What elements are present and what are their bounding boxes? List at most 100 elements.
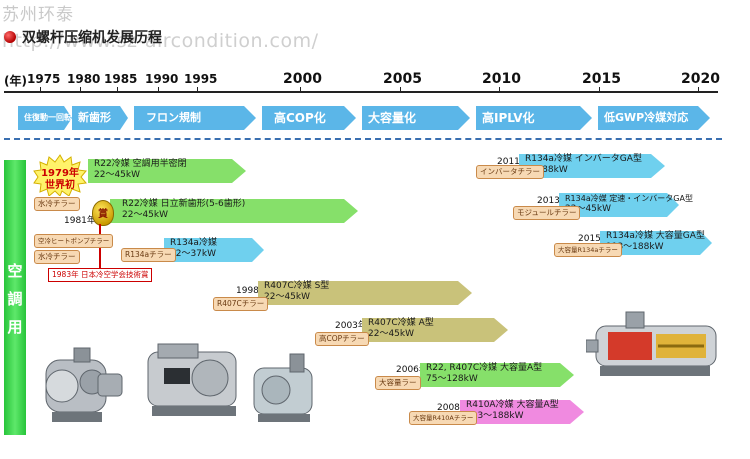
product-year: 1981年 [64,216,96,226]
product-line1: R22冷媒 空調用半密閉 [94,159,187,169]
product-line2: 22～45kW [122,210,169,220]
timeline-year: 2015 [582,71,621,87]
phase-label: 高IPLV化 [482,111,535,125]
timeline-tick [117,87,118,93]
timeline-unit-label: (年) [4,74,27,88]
product-arrow: R134a冷媒 22～37kW [164,238,264,262]
phase-arrow: 高COP化 [262,106,356,130]
timeline-tick [499,87,500,93]
chiller-label: モジュールチラー [513,206,581,220]
award-note: 1983年 日本冷空学会技術賞 [48,268,153,282]
category-char: 用 [7,318,23,336]
timeline-year: 1975 [27,72,61,86]
product-arrow: R22冷媒 日立新歯形(5-6歯形) 22～45kW [110,199,358,223]
chiller-label: 高COPチラー [315,332,369,346]
phase-label: 低GWP冷媒対応 [604,111,689,124]
chiller-label: 大容量ラー [375,376,421,390]
phase-label: フロン規制 [146,111,201,124]
product-arrow: R134a冷媒 インバータGA型 66, 88kW [519,154,665,178]
award-medal-icon: 賞 [92,200,114,226]
timeline-year: 1990 [145,72,179,86]
product-line1: R134a冷媒 大容量GA型 [606,231,705,241]
product-line2: 22～45kW [368,329,415,339]
compressor-image [147,343,237,416]
timeline-year: 2005 [383,71,422,87]
timeline-axis [4,91,718,93]
compressor-image [45,347,123,422]
product-line1: R407C冷媒 S型 [264,281,330,291]
product-year: 1998年 [236,286,268,296]
product-year: 2015年 [578,234,610,244]
phase-label: 高COP化 [274,111,326,125]
product-year: 2006年 [396,365,428,375]
product-line1: R410A冷媒 大容量A型 [466,400,559,410]
product-line2: 22～45kW [94,170,141,180]
timeline-year: 1985 [104,72,138,86]
product-arrow: R407C冷媒 A型 22～45kW [362,318,508,342]
section-divider [4,138,722,140]
category-char: 空 [7,262,23,280]
chiller-label: R134aチラー [121,248,176,262]
category-char: 調 [7,290,23,308]
badge-year: 1979年 [41,168,79,179]
phase-arrow: 低GWP冷媒対応 [598,106,710,130]
compressor-image [253,353,313,422]
phase-arrow: フロン規制 [134,106,256,130]
page-title: 双螺杆压缩机发展历程 [22,30,162,46]
timeline-year: 2010 [482,71,521,87]
timeline-tick [599,87,600,93]
category-bar: 空 調 用 [4,160,26,435]
timeline-tick [400,87,401,93]
chiller-label: 大容量R134aチラー [554,243,622,257]
product-line2: 113～188kW [466,411,524,421]
chiller-label: インバータチラー [476,165,544,179]
chiller-label: 大容量R410Aチラー [409,411,478,425]
product-line2: 75～128kW [426,374,478,384]
product-line1: R134a冷媒 インバータGA型 [525,154,642,164]
product-arrow: R407C冷媒 S型 22～45kW [258,281,472,305]
phase-label: 住復動一回転式 [24,113,80,122]
chiller-label: 空冷ヒートポンプチラー [34,234,114,248]
timeline-tick [197,87,198,93]
product-year: 2011年 [497,157,529,167]
product-year: 2013年 [537,196,569,206]
phase-arrow: 住復動一回転式 [18,106,80,130]
product-line2: 66, 88kW [525,165,568,175]
chiller-label: 水冷チラー [34,250,80,264]
phase-label: 大容量化 [368,111,417,125]
chiller-label: R407Cチラー [213,297,269,311]
product-arrow: R410A冷媒 大容量A型 113～188kW [460,400,584,424]
product-line1: R134a冷媒 定速・インバータGA型 [565,194,693,203]
product-year: 2008年 [437,403,469,413]
watermark-company: 苏州环泰 [2,5,74,25]
product-line1: R407C冷媒 A型 [368,318,434,328]
phase-arrow: 大容量化 [362,106,470,130]
product-line2: 22～45kW [565,204,612,214]
product-line2: 113～188kW [606,242,664,252]
award-text: 賞 [98,209,108,220]
timeline-year: 2000 [283,71,322,87]
product-line1: R22, R407C冷媒 大容量A型 [426,363,543,373]
product-arrow: R22, R407C冷媒 大容量A型 75～128kW [420,363,574,387]
timeline-year: 1980 [67,72,101,86]
product-year: 2003年 [335,321,367,331]
phase-arrow: 高IPLV化 [476,106,592,130]
timeline-tick [300,87,301,93]
product-arrow: R22冷媒 空調用半密閉 22～45kW [88,159,246,183]
timeline-tick [158,87,159,93]
title-bullet-icon [4,31,16,43]
timeline-tick [698,87,699,93]
product-line2: 22～45kW [264,292,311,302]
phase-arrow: 新歯形 [72,106,128,130]
phase-label: 新歯形 [78,111,111,124]
badge-text: 世界初 [45,180,75,191]
first-in-world-badge: 1979年 世界初 [33,154,87,196]
timeline-year: 2020 [681,71,720,87]
watermark-url: http://www.sz-aircondition.com/ [2,30,319,52]
compressor-cutaway-image [586,311,717,376]
timeline-tick [80,87,81,93]
chiller-label: 水冷チラー [34,197,80,211]
timeline-tick [40,87,41,93]
product-line1: R134a冷媒 [170,238,217,248]
product-line2: 22～37kW [170,249,217,259]
